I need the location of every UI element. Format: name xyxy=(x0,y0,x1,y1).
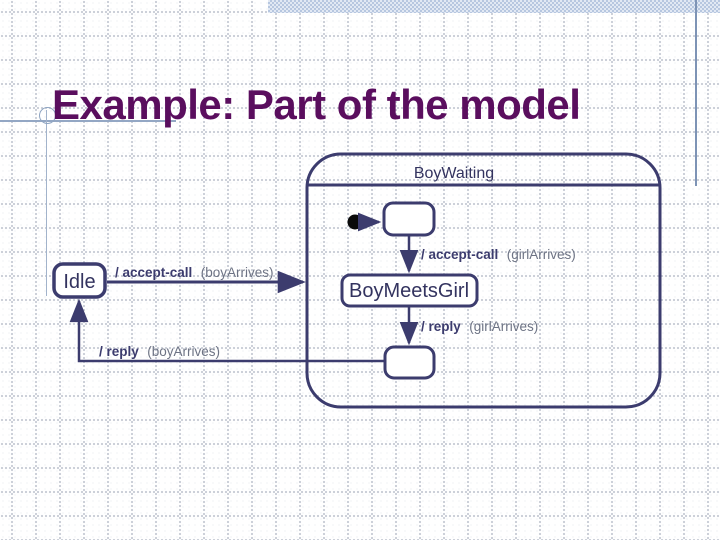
composite-state-boywaiting xyxy=(305,152,662,409)
state-boymeetsgirl xyxy=(340,273,479,308)
top-banner-strip xyxy=(268,0,720,13)
transition-label-accept-boy: / accept-call (boyArrives) xyxy=(115,264,274,281)
transition-label-reply-boy: / reply (boyArrives) xyxy=(99,343,220,360)
left-guide-line xyxy=(46,110,47,296)
composite-state-label: BoyWaiting xyxy=(414,165,494,182)
transition-exit-to-idle xyxy=(69,298,386,363)
state-label-boymeetsgirl: BoyMeetsGirl xyxy=(349,280,469,302)
state-idle xyxy=(52,262,107,299)
right-guide-line xyxy=(695,0,697,186)
transition-label-reply-girl: / reply (girlArrives) xyxy=(421,318,538,335)
title-underline xyxy=(0,120,176,122)
slide-title: Example: Part of the model xyxy=(52,81,581,129)
anon-state-bottom xyxy=(383,345,436,380)
state-label-idle: Idle xyxy=(63,271,95,293)
transition-label-accept-girl: / accept-call (girlArrives) xyxy=(421,246,576,263)
initial-state-dot xyxy=(347,214,363,230)
anon-state-top xyxy=(382,201,436,237)
compass-ornament-icon xyxy=(39,107,56,124)
